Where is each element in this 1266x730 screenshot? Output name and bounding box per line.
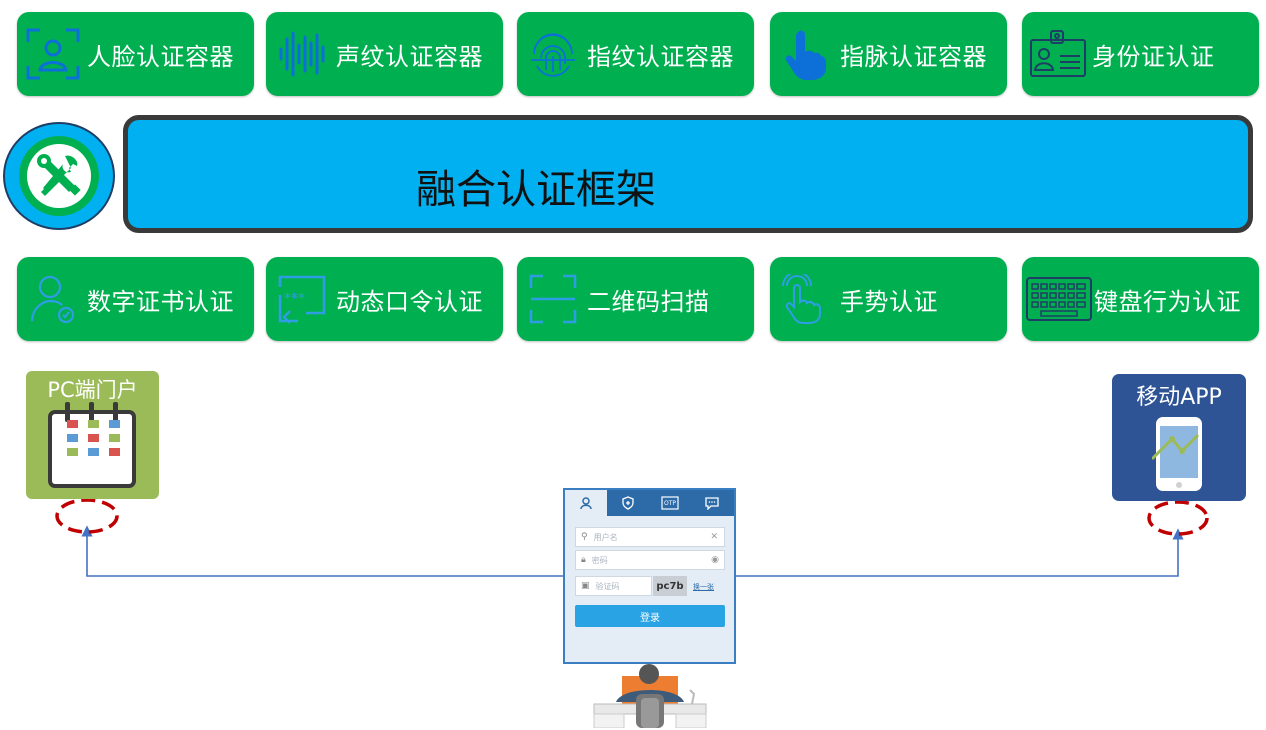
gesture-auth-card[interactable]: 手势认证 bbox=[770, 257, 1007, 341]
login-tabs: OTP bbox=[565, 490, 734, 516]
app-marker-ellipse bbox=[1147, 500, 1209, 536]
finger-vein-auth-container[interactable]: 指脉认证容器 bbox=[770, 12, 1007, 96]
voiceprint-auth-container[interactable]: 声纹认证容器 bbox=[266, 12, 503, 96]
refresh-captcha-link[interactable]: 换一张 bbox=[693, 583, 714, 591]
finger-touch-icon bbox=[778, 26, 834, 82]
tab-cert[interactable] bbox=[607, 490, 649, 516]
tab-account[interactable] bbox=[565, 490, 607, 516]
dynamic-password-auth-card[interactable]: *** 动态口令认证 bbox=[266, 257, 503, 341]
card-label: 二维码扫描 bbox=[587, 287, 710, 316]
captcha-code: pc7b bbox=[656, 580, 684, 592]
password-field[interactable]: 🔒︎ 密码 ◉ bbox=[575, 550, 725, 570]
operator-desk-illustration bbox=[592, 664, 708, 728]
line-to-app bbox=[736, 528, 1184, 577]
tab-sms[interactable] bbox=[691, 490, 733, 516]
qr-scan-auth-card[interactable]: 二维码扫描 bbox=[517, 257, 754, 341]
svg-text:***: *** bbox=[284, 291, 305, 307]
clear-icon[interactable]: ✕ bbox=[710, 532, 718, 542]
tools-icon bbox=[27, 144, 91, 208]
login-button[interactable]: 登录 bbox=[575, 605, 725, 627]
card-label: 动态口令认证 bbox=[336, 287, 483, 316]
pc-marker-ellipse bbox=[55, 498, 119, 534]
captcha-field[interactable]: ▣ 验证码 bbox=[575, 576, 652, 596]
user-icon bbox=[580, 497, 592, 510]
captcha-image: pc7b bbox=[653, 576, 687, 596]
card-label: 声纹认证容器 bbox=[336, 42, 483, 71]
username-placeholder: 用户名 bbox=[593, 532, 618, 542]
user-icon: ⚲ bbox=[581, 532, 588, 542]
chat-icon bbox=[705, 497, 719, 510]
voiceprint-icon bbox=[274, 26, 330, 82]
card-label: 键盘行为认证 bbox=[1094, 287, 1241, 316]
fusion-auth-framework: 融合认证框架 bbox=[123, 115, 1253, 233]
lock-icon: 🔒︎ bbox=[581, 555, 586, 565]
password-placeholder: 密码 bbox=[591, 555, 608, 565]
card-label: 身份证认证 bbox=[1092, 42, 1215, 71]
username-field[interactable]: ⚲ 用户名 ✕ bbox=[575, 527, 725, 547]
card-label: 指脉认证容器 bbox=[840, 42, 987, 71]
fingerprint-auth-container[interactable]: 指纹认证容器 bbox=[517, 12, 754, 96]
pc-portal[interactable]: PC端门户 bbox=[26, 371, 159, 499]
password-box-icon: *** bbox=[274, 271, 330, 327]
calendar-icon bbox=[47, 402, 137, 490]
user-certificate-icon bbox=[25, 271, 81, 327]
gesture-hand-icon bbox=[778, 271, 834, 327]
card-label: 人脸认证容器 bbox=[87, 42, 234, 71]
login-form: OTP ⚲ 用户名 ✕ 🔒︎ 密码 ◉ ▣ 验证码 pc7b 换一张 登录 bbox=[563, 488, 736, 664]
line-to-pc bbox=[81, 525, 563, 577]
card-label: 数字证书认证 bbox=[87, 287, 234, 316]
face-auth-container[interactable]: 人脸认证容器 bbox=[17, 12, 254, 96]
card-label: 手势认证 bbox=[840, 287, 938, 316]
otp-icon bbox=[661, 496, 679, 510]
mobile-app-label: 移动APP bbox=[1136, 385, 1222, 410]
mobile-app[interactable]: 移动APP bbox=[1112, 374, 1246, 501]
tab-otp[interactable]: OTP bbox=[649, 490, 691, 516]
framework-tools-badge bbox=[3, 122, 115, 230]
digital-certificate-auth-card[interactable]: 数字证书认证 bbox=[17, 257, 254, 341]
eye-icon[interactable]: ◉ bbox=[711, 555, 719, 565]
keyboard-icon bbox=[1026, 271, 1092, 327]
keyboard-behavior-auth-card[interactable]: 键盘行为认证 bbox=[1022, 257, 1259, 341]
qr-scan-icon bbox=[525, 271, 581, 327]
shield-plus-icon bbox=[622, 496, 634, 510]
smartphone-chart-icon bbox=[1152, 415, 1210, 493]
face-scan-icon bbox=[25, 26, 81, 82]
framework-title: 融合认证框架 bbox=[416, 167, 656, 213]
fingerprint-icon bbox=[525, 26, 581, 82]
image-icon: ▣ bbox=[581, 581, 590, 591]
otp-tab-text: OTP bbox=[663, 499, 676, 507]
captcha-placeholder: 验证码 bbox=[595, 581, 620, 591]
id-card-auth-container[interactable]: 身份证认证 bbox=[1022, 12, 1259, 96]
card-label: 指纹认证容器 bbox=[587, 42, 734, 71]
pc-portal-label: PC端门户 bbox=[47, 378, 138, 402]
id-card-icon bbox=[1030, 26, 1086, 82]
